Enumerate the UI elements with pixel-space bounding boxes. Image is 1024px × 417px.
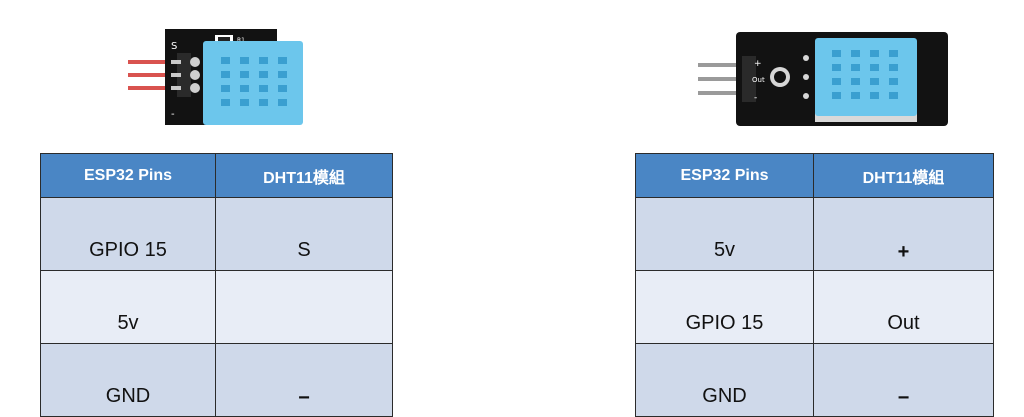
pcb-label-out: Out <box>752 76 765 84</box>
wiring-table-left: ESP32 Pins DHT11模組 GPIO 15 S 5v GND − <box>40 153 393 417</box>
cell-dht11-pin: S <box>215 197 393 271</box>
cell-dht11-pin: − <box>215 343 393 417</box>
module-pin-legs <box>698 63 748 95</box>
wiring-table-right: ESP32 Pins DHT11模組 5v + GPIO 15 Out GND … <box>635 153 994 417</box>
module-pin-wires <box>128 60 172 90</box>
pcb-label-plus: + <box>754 59 762 69</box>
table-row: GND − <box>635 343 994 417</box>
cell-esp32-pin: GND <box>635 343 814 417</box>
cell-esp32-pin: 5v <box>635 197 814 271</box>
pcb-label-s: S <box>171 41 177 52</box>
header-esp32-pins: ESP32 Pins <box>40 153 216 198</box>
table-row: GPIO 15 S <box>40 197 393 271</box>
header-dht11-module: DHT11模組 <box>813 153 994 198</box>
dht11-sensor-body <box>203 41 303 125</box>
table-row: 5v + <box>635 197 994 271</box>
dht11-module-right-image: + Out - <box>690 30 950 128</box>
pcb-label-r1: R1 <box>237 37 245 44</box>
dht11-sensor-body <box>815 38 917 116</box>
pcb-label-minus: - <box>171 109 175 120</box>
header-esp32-pins: ESP32 Pins <box>635 153 814 198</box>
cell-esp32-pin: 5v <box>40 270 216 344</box>
table-row: GPIO 15 Out <box>635 270 994 344</box>
table-header-row: ESP32 Pins DHT11模組 <box>40 153 393 198</box>
table-header-row: ESP32 Pins DHT11模組 <box>635 153 994 198</box>
cell-esp32-pin: GND <box>40 343 216 417</box>
table-row: 5v <box>40 270 393 344</box>
pcb-label-minus: - <box>754 93 757 103</box>
cell-dht11-pin: − <box>813 343 994 417</box>
cell-esp32-pin: GPIO 15 <box>635 270 814 344</box>
cell-dht11-pin <box>215 270 393 344</box>
cell-dht11-pin: Out <box>813 270 994 344</box>
cell-dht11-pin: + <box>813 197 994 271</box>
cell-esp32-pin: GPIO 15 <box>40 197 216 271</box>
dht11-module-left-image: S - R1 <box>125 27 310 127</box>
table-row: GND − <box>40 343 393 417</box>
header-dht11-module: DHT11模組 <box>215 153 393 198</box>
